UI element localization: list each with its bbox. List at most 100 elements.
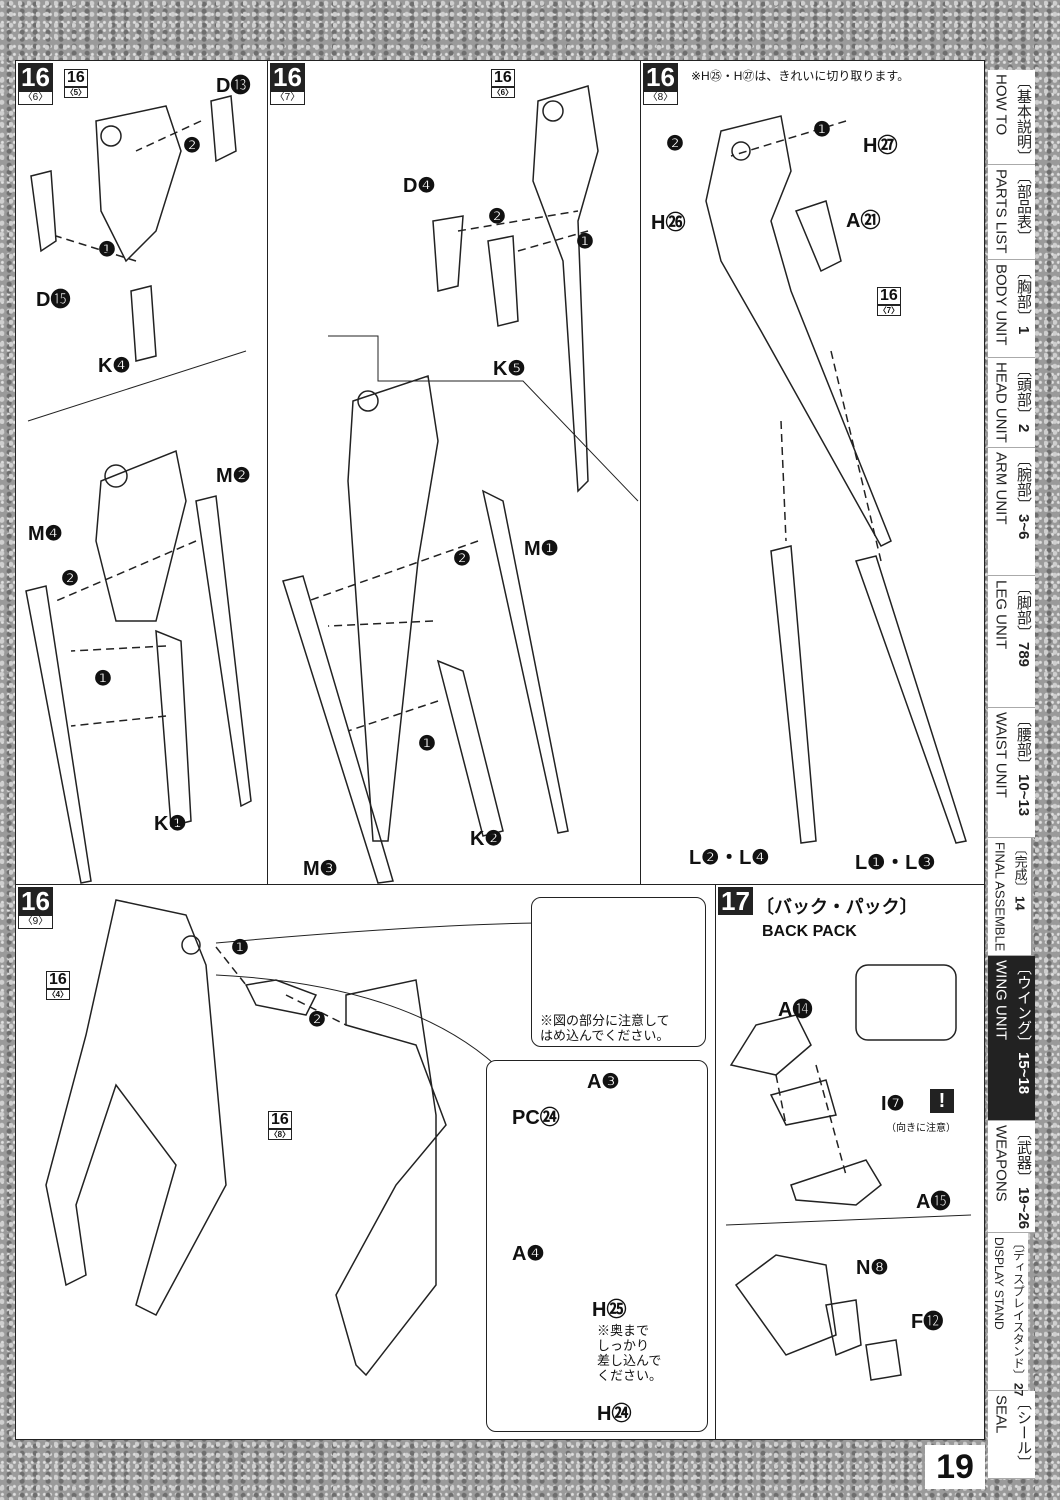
tab-en: WEAPONS: [992, 1125, 1010, 1202]
step-sub: 〈9〉: [18, 915, 53, 929]
ref-number: 16: [64, 69, 88, 87]
tab-en: WAIST UNIT: [992, 712, 1010, 798]
part-label: D❹: [403, 175, 436, 197]
part-label: D⓭: [216, 75, 251, 97]
tab-jp-column: 〔脚部〕 789: [1015, 580, 1032, 667]
reference-badge: 16〈5〉: [64, 69, 88, 98]
sub-assembly-inset: A❸ PC㉔ A❹ H㉕ ※奥まで しっかり 差し込んで ください。 H㉔: [486, 1060, 708, 1432]
tab-en: LEG UNIT: [992, 580, 1010, 650]
part-label: M❹: [28, 523, 63, 545]
step-marker: ❶: [576, 231, 594, 253]
part-label: A⓮: [778, 999, 813, 1021]
step-16-7-panel: 16〈7〉 16〈6〉 D❹ K❺ M❶ M❸ K❷ ❶ ❷ ❶ ❷: [267, 60, 641, 885]
step-sub: 〈7〉: [270, 91, 305, 105]
tab-seal[interactable]: 〔シール〕 SEAL: [988, 1391, 1035, 1479]
part-label: H㉕: [592, 1299, 627, 1321]
detail-inset: ※図の部分に注意して はめ込んでください。: [531, 897, 706, 1047]
reference-badge: 16〈6〉: [491, 69, 515, 98]
tab-jp: 〔部品表〕: [1015, 169, 1032, 244]
orientation-note: （向きに注意）: [886, 1123, 956, 1134]
step-marker: ❷: [308, 1009, 326, 1031]
cutting-note: ※H㉕・H㉗は、きれいに切り取ります。: [691, 69, 910, 83]
tab-waist-unit[interactable]: 〔腰部〕 10~13 WAIST UNIT: [988, 708, 1035, 838]
step-badge: 16〈6〉: [18, 63, 53, 105]
part-label: A❹: [512, 1243, 545, 1265]
tab-num: 14: [1012, 896, 1028, 911]
part-label: L❷・L❹: [689, 847, 770, 869]
tab-jp-column: 〔ディスプレイスタンド〕27: [1011, 1237, 1025, 1396]
tab-num: 789: [1015, 642, 1032, 668]
part-label: K❷: [470, 828, 503, 850]
caution-icon: !: [930, 1089, 954, 1113]
tab-num: 10~13: [1015, 774, 1032, 817]
step-sub: 〈6〉: [18, 91, 53, 105]
step-marker: ❶: [813, 119, 831, 141]
step-badge: 16〈9〉: [18, 887, 53, 929]
step-marker: ❶: [418, 733, 436, 755]
tab-en: SEAL: [992, 1395, 1010, 1434]
tab-jp: 〔武器〕: [1015, 1125, 1032, 1185]
tab-jp-column: 〔頭部〕 2: [1015, 362, 1032, 432]
step-marker: ❶: [231, 937, 249, 959]
reference-badge: 16〈4〉: [46, 971, 70, 1000]
step-16-9-panel: 16〈9〉 16〈4〉 16〈8〉 ※図の部分に注意して はめ込んでください。 …: [15, 884, 716, 1440]
assembly-illustration: [282, 85, 639, 884]
part-label: D⓯: [36, 289, 71, 311]
part-label: K❹: [98, 355, 131, 377]
tab-en: BODY UNIT: [992, 264, 1010, 346]
tab-jp: 〔腰部〕: [1015, 712, 1032, 772]
tab-en: WING UNIT: [992, 960, 1010, 1040]
page-number: 19: [925, 1445, 985, 1489]
assembly-illustration: [725, 964, 972, 1381]
step-number: 17: [718, 887, 753, 915]
step-marker: ❷: [61, 568, 79, 590]
tab-jp: 〔腕部〕: [1015, 452, 1032, 512]
tab-jp: 〔基本説明〕: [1015, 74, 1032, 164]
tab-jp-column: 〔部品表〕: [1015, 169, 1032, 246]
part-label: K❶: [154, 813, 187, 835]
tab-how-to[interactable]: 〔基本説明〕 HOW TO: [988, 70, 1035, 165]
tab-jp: 〔ウイング〕: [1015, 960, 1032, 1050]
step-number: 16: [643, 63, 678, 91]
assembly-illustration: [705, 115, 967, 844]
tab-jp: 〔頭部〕: [1015, 362, 1032, 422]
tab-parts-list[interactable]: 〔部品表〕PARTS LIST: [988, 165, 1035, 260]
part-label: H㉗: [863, 135, 898, 157]
part-label: A㉑: [846, 210, 881, 232]
tab-en: HOW TO: [992, 74, 1010, 136]
tab-jp-column: 〔ウイング〕15~18: [1015, 960, 1032, 1094]
tab-wing-unit[interactable]: 〔ウイング〕15~18 WING UNIT: [988, 956, 1035, 1121]
ref-number: 16: [46, 971, 70, 989]
part-label: M❸: [303, 858, 338, 880]
tab-num: 3~6: [1015, 514, 1032, 540]
step-number: 16: [18, 63, 53, 91]
step-number: 16: [18, 887, 53, 915]
ref-number: 16: [491, 69, 515, 87]
tab-jp-column: 〔シール〕: [1015, 1395, 1032, 1472]
step-marker: ❷: [666, 133, 684, 155]
step-number: 16: [270, 63, 305, 91]
tab-jp: 〔脚部〕: [1015, 580, 1032, 640]
reference-badge: 16〈8〉: [268, 1111, 292, 1140]
step-marker: ❷: [488, 206, 506, 228]
step-16-8-panel: 16〈8〉 ※H㉕・H㉗は、きれいに切り取ります。 16〈7〉 H㉗ H㉖ A㉑…: [640, 60, 985, 885]
step-sub: 〈8〉: [643, 91, 678, 105]
part-label: A⓯: [916, 1191, 951, 1213]
tab-leg-unit[interactable]: 〔脚部〕 789 LEG UNIT: [988, 576, 1035, 708]
tab-num: 2: [1015, 424, 1032, 433]
ref-sub: 〈4〉: [46, 989, 70, 1000]
step-16-6-panel: 16〈6〉 16〈5〉 D⓭ D⓯ K❹ M❷ M❹ K❶ ❶ ❷ ❶ ❷: [15, 60, 268, 885]
fit-note: ※図の部分に注意して はめ込んでください。: [540, 1013, 670, 1043]
step-badge: 16〈8〉: [643, 63, 678, 105]
step-marker: ❶: [94, 668, 112, 690]
part-label: N❽: [856, 1257, 889, 1279]
part-label: M❷: [216, 465, 251, 487]
part-label: F⓬: [911, 1311, 944, 1333]
section-title-jp: 〔バック・パック〕: [756, 897, 918, 917]
